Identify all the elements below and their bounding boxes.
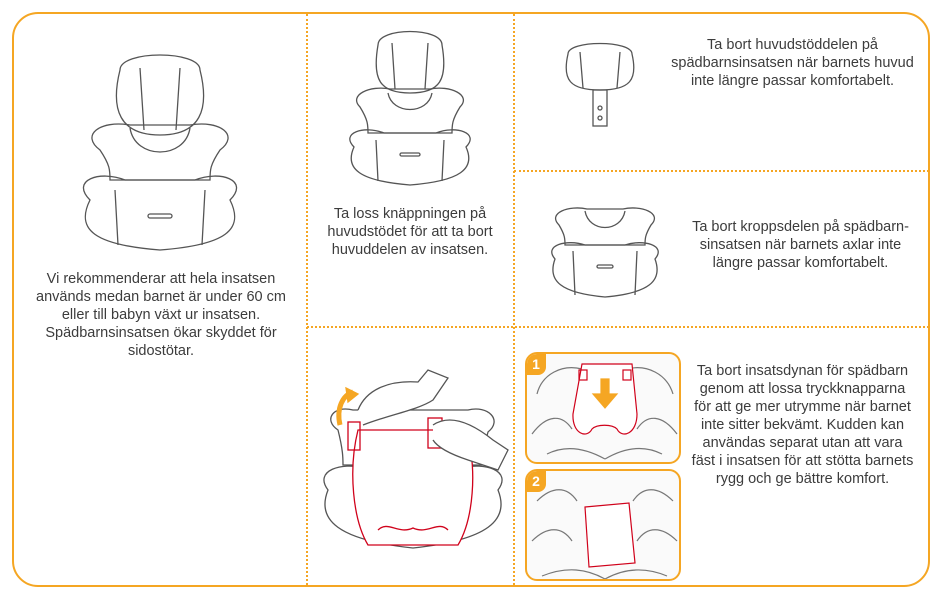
body-part-text: Ta bort kroppsdelen på spädbarn-sinsatse… <box>678 218 923 272</box>
step-1-badge: 1 <box>526 353 546 375</box>
step-1-cushion-drawing <box>527 354 681 464</box>
divider-horizontal-2 <box>307 326 929 328</box>
divider-horizontal-1 <box>514 170 929 172</box>
step-2-badge: 2 <box>526 470 546 492</box>
detach-headrest-illustration <box>340 25 480 195</box>
divider-vertical-1 <box>306 14 308 585</box>
divider-vertical-2 <box>513 14 515 585</box>
head-part-text: Ta bort huvudstöddelen på spädbarnsinsat… <box>670 36 915 90</box>
remove-cushion-illustration <box>318 370 508 555</box>
step-2-photo: 2 <box>525 469 681 581</box>
step-2-cushion-drawing <box>527 471 681 581</box>
detach-text: Ta loss knäppningen på huvudstödet för a… <box>320 205 500 259</box>
body-part-illustration <box>545 205 665 300</box>
cushion-text: Ta bort insatsdynan för spädbarn genom a… <box>690 362 915 488</box>
intro-text: Vi rekommenderar att hela insatsen använ… <box>30 270 292 360</box>
step-1-photo: 1 <box>525 352 681 464</box>
headrest-part-illustration <box>550 40 650 130</box>
full-insert-illustration <box>60 40 260 260</box>
